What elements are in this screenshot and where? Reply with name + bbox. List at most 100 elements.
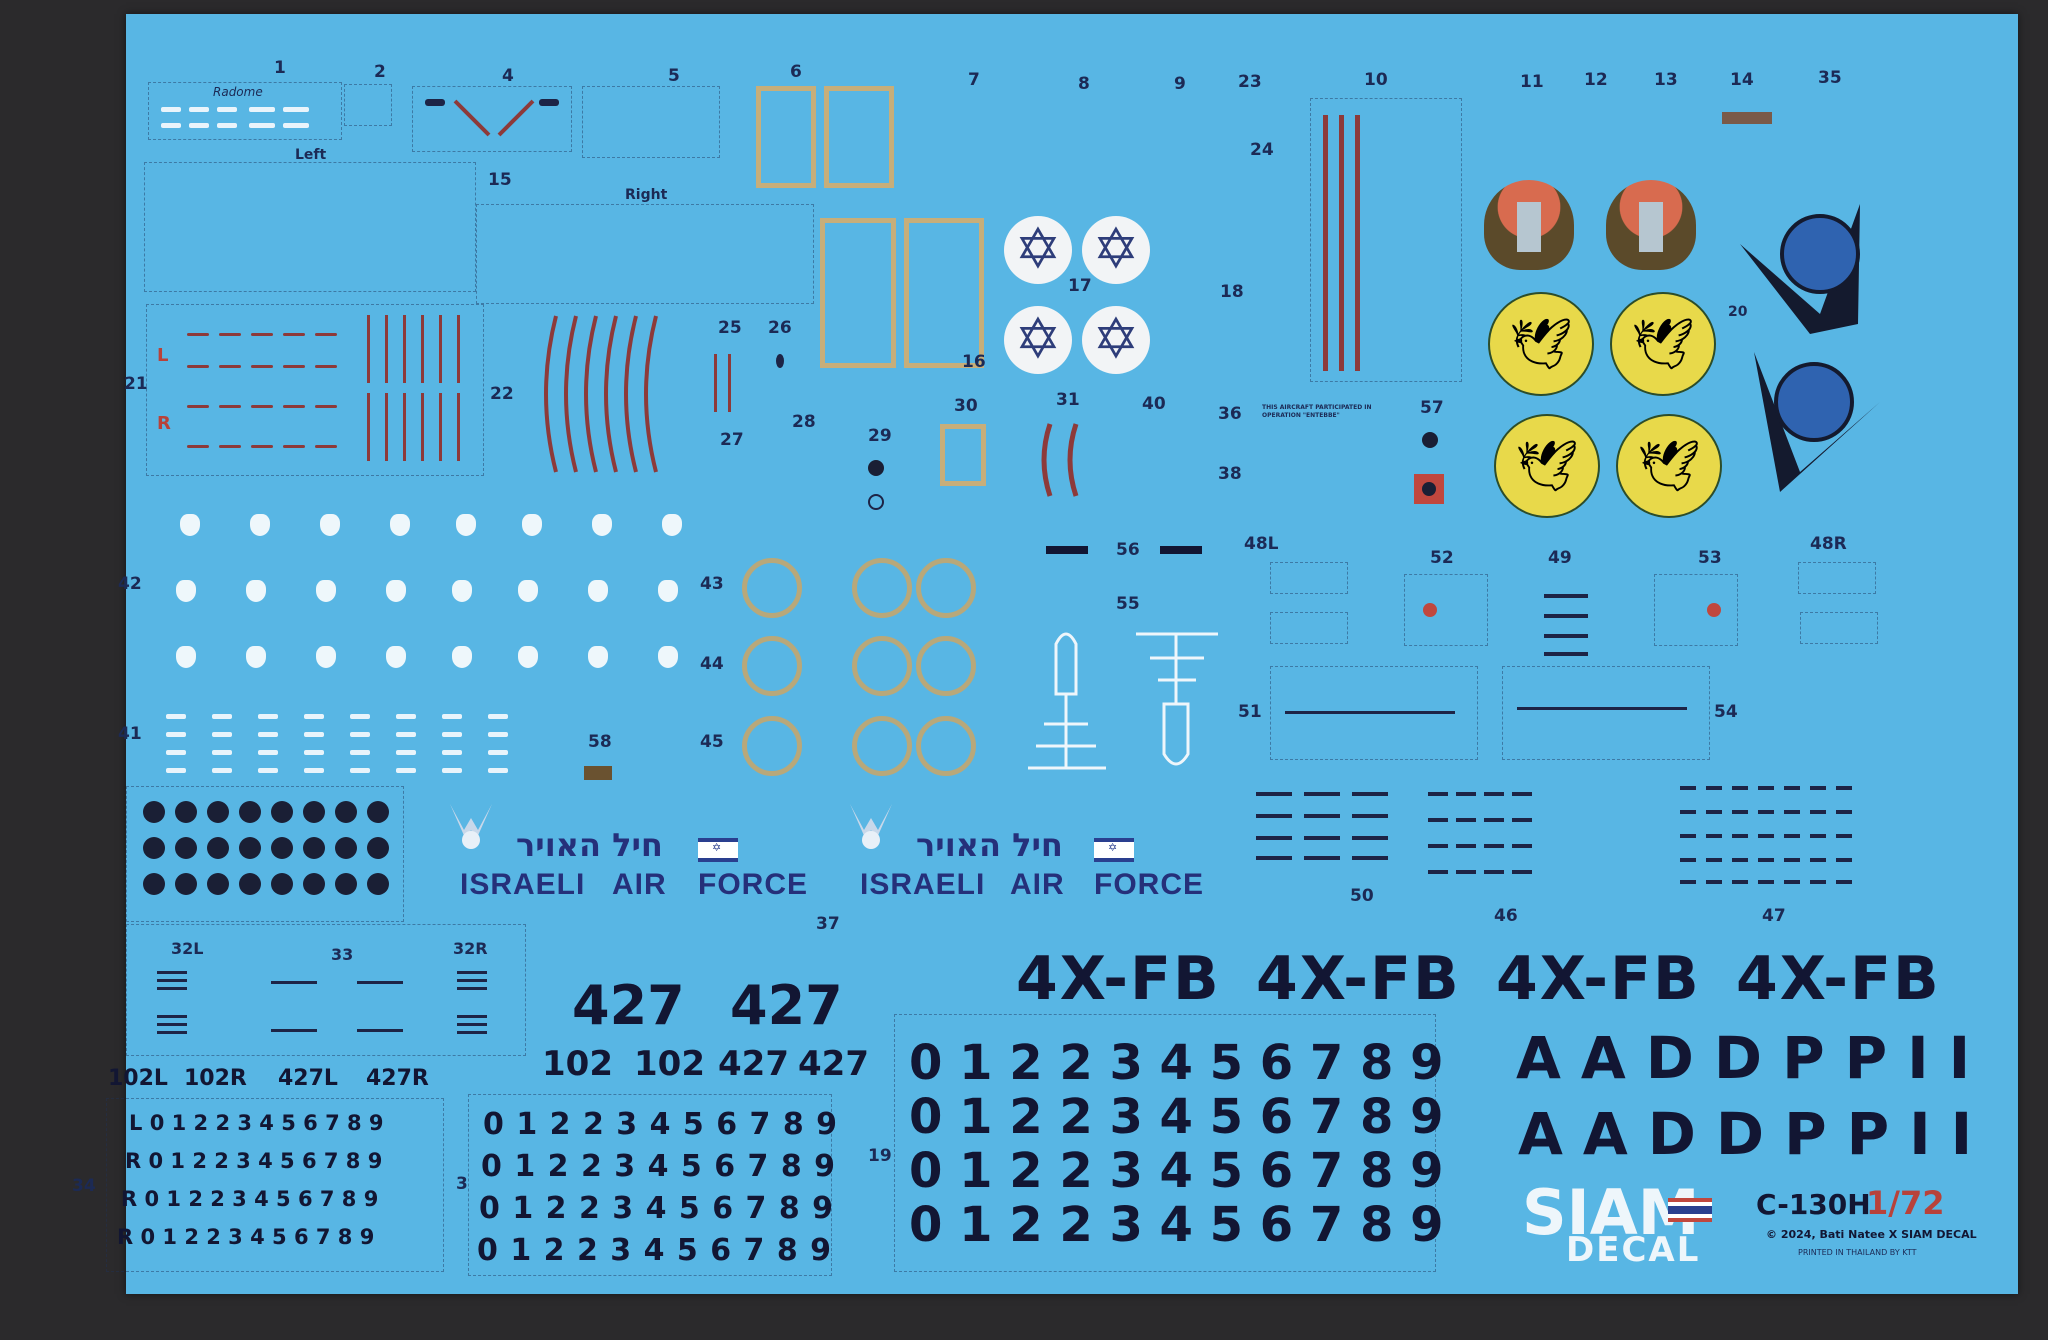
star-of-david-icon: ✡ — [1014, 217, 1062, 282]
item-number: 58 — [588, 732, 612, 752]
entebbe-stencil: THIS AIRCRAFT PARTICIPATED IN OPERATION … — [1262, 404, 1372, 419]
bird-icon: 🕊 — [1509, 314, 1573, 373]
item-number: 12 — [1584, 70, 1608, 90]
item-number: 21 — [124, 374, 148, 394]
roundel: ✡ — [1082, 216, 1150, 284]
bird-badge: 🕊 — [1494, 414, 1600, 518]
registration-marking: 4X-FB — [1496, 944, 1701, 1014]
decal-box — [1270, 612, 1348, 644]
dots-box — [126, 786, 404, 922]
serial-427-small: 427 — [798, 1044, 869, 1084]
item-number: 57 — [1420, 398, 1444, 418]
digits-box-3: 0 1 2 2 3 4 5 6 7 8 9 0 1 2 2 3 4 5 6 7 … — [468, 1094, 837, 1276]
digit-row: R 0 1 2 2 3 4 5 6 7 8 9 — [121, 1187, 379, 1211]
item-number: 5 — [668, 66, 680, 86]
registration-marking: 4X-FB — [1256, 944, 1461, 1014]
item-number: 45 — [700, 732, 724, 752]
door-outline — [940, 424, 986, 486]
item-number: 18 — [1220, 282, 1244, 302]
item-number: 29 — [868, 426, 892, 446]
item-number: 48R — [1810, 534, 1847, 554]
serial-102-small: 102 — [634, 1044, 705, 1084]
roundel: ✡ — [1004, 216, 1072, 284]
iaf-english-word: FORCE — [698, 868, 808, 901]
digit-row: 0 1 2 2 3 4 5 6 7 8 9 — [481, 1149, 837, 1184]
item-number: 16 — [962, 352, 986, 372]
bird-icon: 🕊 — [1631, 314, 1695, 373]
squadron-crest-icon — [1606, 180, 1696, 270]
item-number: 28 — [792, 412, 816, 432]
iaf-english-word: AIR — [1010, 868, 1065, 901]
serial-427-small: 427 — [718, 1044, 789, 1084]
item-number: 49 — [1548, 548, 1572, 568]
item-number: 9 — [1174, 74, 1186, 94]
item-number: 8 — [1078, 74, 1090, 94]
digit-row: 0 1 2 2 3 4 5 6 7 8 9 — [909, 1089, 1444, 1145]
item-number: 25 — [718, 318, 742, 338]
stencil-grid-47 — [1680, 780, 1860, 890]
globe-emblem-icon — [1740, 204, 1860, 334]
item-number: 27 — [720, 430, 744, 450]
item-number: 11 — [1520, 72, 1544, 92]
item-number: 43 — [700, 574, 724, 594]
right-label: Right — [625, 187, 668, 203]
item-number: 53 — [1698, 548, 1722, 568]
israel-flag-icon — [1094, 838, 1134, 862]
door-outline — [820, 218, 896, 368]
iaf-english-word: FORCE — [1094, 868, 1204, 901]
digits-box-19: 0 1 2 2 3 4 5 6 7 8 9 0 1 2 2 3 4 5 6 7 … — [894, 1014, 1444, 1272]
bird-badge: 🕊 — [1610, 292, 1716, 396]
black-bar — [1046, 546, 1088, 554]
digit-row: 0 1 2 2 3 4 5 6 7 8 9 — [483, 1107, 839, 1142]
digit-row: 0 1 2 2 3 4 5 6 7 8 9 — [909, 1143, 1444, 1199]
scale-label: 1/72 — [1866, 1184, 1945, 1222]
iaf-emblem-icon — [450, 804, 492, 849]
decal-box — [1404, 574, 1488, 646]
registration-marking: 4X-FB — [1736, 944, 1941, 1014]
item-number: 50 — [1350, 886, 1374, 906]
item-number: 40 — [1142, 394, 1166, 414]
brand-logo-decal: DECAL — [1566, 1230, 1701, 1270]
iaf-english-word: ISRAELI — [460, 868, 586, 901]
decal-box — [1654, 574, 1738, 646]
stripe-decal — [1722, 112, 1772, 124]
bird-icon: 🕊 — [1515, 436, 1579, 495]
label-427l: 427L — [278, 1066, 338, 1091]
side-r-label: R — [157, 413, 171, 434]
digit-row: 0 1 2 2 3 4 5 6 7 8 9 — [909, 1197, 1444, 1253]
item-number: 37 — [816, 914, 840, 934]
star-of-david-icon: ✡ — [1014, 307, 1062, 372]
decal-box-left: Left — [144, 147, 476, 292]
item-number: 44 — [700, 654, 724, 674]
crew-figures-grid — [156, 494, 716, 694]
digit-row: 0 1 2 2 3 4 5 6 7 8 9 — [909, 1035, 1444, 1091]
item-number: 38 — [1218, 464, 1242, 484]
door-outline — [756, 86, 816, 188]
digit-row: R 0 1 2 2 3 4 5 6 7 8 9 — [117, 1225, 375, 1249]
letter-row: AADDPPII — [1518, 1100, 1993, 1168]
item-number: 54 — [1714, 702, 1738, 722]
item-number: 46 — [1494, 906, 1518, 926]
item-number: 2 — [374, 62, 386, 82]
label-102r: 102R — [184, 1066, 247, 1091]
item-number: 20 — [1728, 304, 1748, 320]
roundel: ✡ — [1004, 306, 1072, 374]
copyright-text: © 2024, Bati Natee X SIAM DECAL — [1766, 1228, 1977, 1241]
serial-427-large: 427 — [730, 974, 843, 1037]
item-number: 10 — [1364, 70, 1388, 90]
stencil-grid-50 — [1256, 784, 1396, 880]
item-number: 48L — [1244, 534, 1279, 554]
curved-stripes-icon — [544, 315, 658, 473]
digits-box-34: L 0 1 2 2 3 4 5 6 7 8 9 R 0 1 2 2 3 4 5 … — [106, 1098, 444, 1272]
item-number: 30 — [954, 396, 978, 416]
star-of-david-icon: ✡ — [1092, 307, 1140, 372]
serial-102-small: 102 — [542, 1044, 613, 1084]
white-stencil-grid — [166, 714, 586, 774]
item-number: 4 — [502, 66, 514, 86]
thai-flag-icon — [1668, 1198, 1712, 1222]
side-l-label: L — [157, 345, 169, 366]
item-number: 42 — [118, 574, 142, 594]
label-427r: 427R — [366, 1066, 429, 1091]
door-outline — [904, 218, 984, 368]
bird-icon: 🕊 — [1637, 436, 1701, 495]
